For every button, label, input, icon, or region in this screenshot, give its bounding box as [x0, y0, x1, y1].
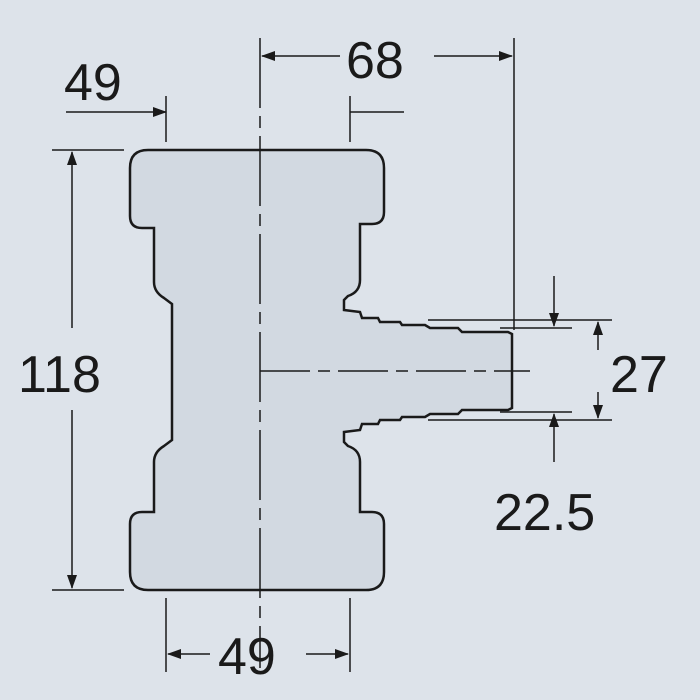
dim-118-label: 118: [18, 346, 101, 404]
dim-27-label: 27: [610, 346, 668, 404]
dim-top-49-label: 49: [64, 54, 122, 112]
dim-22-5-label: 22.5: [494, 484, 595, 542]
dim-68-label: 68: [346, 32, 404, 90]
fitting-body-outline: [128, 148, 514, 592]
dim-bottom-49-label: 49: [218, 628, 276, 686]
